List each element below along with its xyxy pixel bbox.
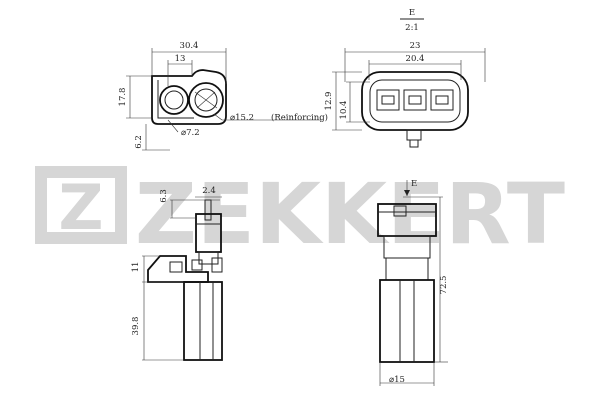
front-view: E 72.5 ⌀15: [377, 179, 449, 386]
top-view: 30.4 13 17.8 6.2 ⌀7.2 ⌀15.2 (Reinforcing…: [118, 41, 328, 151]
sensor-body: [379, 279, 435, 363]
pin-3: [435, 95, 449, 105]
detail-letter: E: [409, 8, 415, 18]
dim-side-body: 39.8: [131, 317, 141, 336]
dim-top-height: 17.8: [118, 88, 128, 107]
dim-top-lug: 6.2: [134, 135, 144, 149]
side-view: 6.3 2.4 11 39.8: [131, 186, 223, 361]
dim-side-bracket: 11: [131, 262, 141, 273]
reinforcing-note: (Reinforcing): [271, 112, 328, 123]
brand-logo: Z ZEKKERT: [35, 165, 565, 263]
view-mark: E: [411, 179, 417, 189]
dim-conn-inner-height: 10.4: [339, 101, 349, 120]
logo-letter: Z: [59, 171, 104, 244]
dim-top-width: 30.4: [180, 41, 199, 51]
dim-conn-height: 12.9: [324, 92, 334, 111]
dim-hole-small: ⌀7.2: [181, 128, 200, 138]
detail-scale: E 2:1: [400, 8, 424, 33]
hole-large: [159, 85, 189, 115]
dim-conn-outer: 23: [410, 41, 421, 51]
dim-front-total: 72.5: [439, 276, 449, 295]
pin-1: [381, 95, 395, 105]
dim-side-top: 6.3: [159, 189, 169, 203]
pin-2: [408, 95, 422, 105]
dim-side-pin: 2.4: [202, 186, 216, 196]
hole-small: [164, 90, 184, 110]
detail-scale-ratio: 2:1: [405, 23, 419, 33]
dim-front-dia: ⌀15: [389, 375, 405, 385]
dim-top-inner: 13: [175, 54, 186, 64]
connector-barrel: [188, 82, 224, 118]
dim-hole-large: ⌀15.2: [230, 113, 254, 123]
dim-conn-inner: 20.4: [406, 54, 425, 64]
connector-view: 23 20.4 12.9 10.4: [324, 41, 486, 148]
